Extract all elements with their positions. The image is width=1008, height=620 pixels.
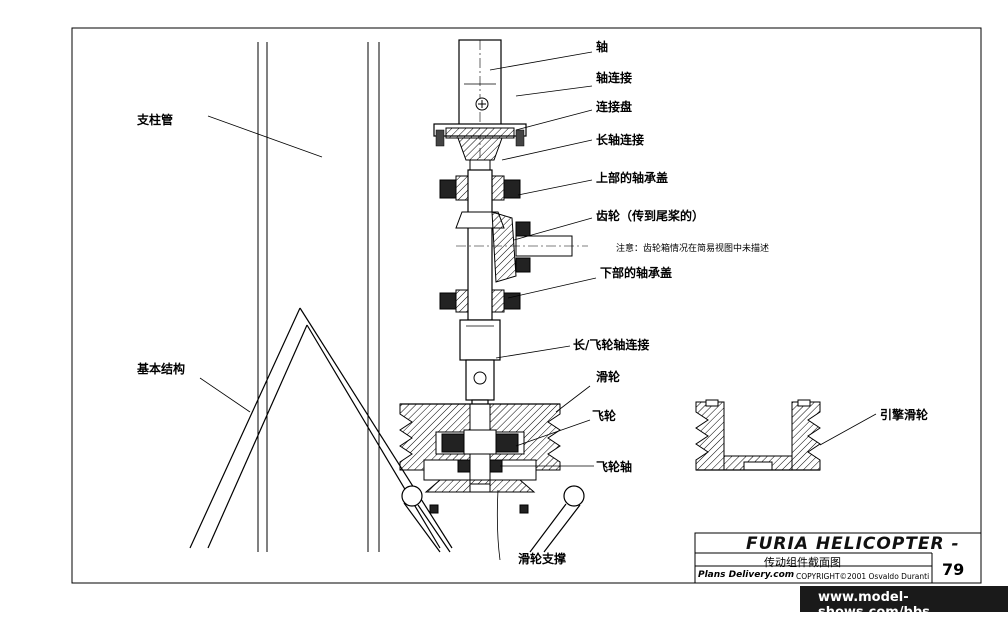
label-flywheel: 飞轮 bbox=[592, 409, 617, 423]
page-number: 79 bbox=[942, 560, 965, 579]
watermark-text: www.model-shows.com/bbs bbox=[818, 590, 930, 620]
label-flywheel-shaft: 飞轮轴 bbox=[596, 460, 633, 474]
label-gear-note: 注意：齿轮箱情况在简易视图中未描述 bbox=[616, 244, 770, 254]
label-long-shaft-coupling: 长轴连接 bbox=[596, 133, 645, 147]
label-long-flywheel-coupling: 长/飞轮轴连接 bbox=[573, 338, 650, 352]
column-tubes bbox=[257, 42, 380, 552]
title-block-title: FURIA HELICOPTER - bbox=[746, 534, 960, 554]
coupling-disc bbox=[433, 123, 527, 147]
label-gear: 齿轮（传到尾桨的） bbox=[596, 209, 705, 223]
drawing-border bbox=[71, 27, 982, 584]
label-engine-pulley: 引擎滑轮 bbox=[880, 408, 929, 422]
title-block-subtitle: 传动组件截面图 bbox=[764, 556, 841, 569]
lower-bearing-cap bbox=[439, 289, 521, 313]
base-structure-frame bbox=[189, 307, 453, 549]
label-coupling-disc: 连接盘 bbox=[596, 100, 633, 114]
leader-lines bbox=[199, 51, 877, 561]
label-shaft: 轴 bbox=[596, 40, 609, 54]
label-shaft-coupling: 轴连接 bbox=[596, 71, 633, 85]
label-upper-bearing-cap: 上部的轴承盖 bbox=[596, 171, 669, 185]
engine-pulley bbox=[695, 399, 821, 471]
brand-name: Plans Delivery.com bbox=[698, 570, 795, 580]
label-column-tube: 支柱管 bbox=[137, 113, 174, 127]
label-pulley: 滑轮 bbox=[596, 370, 621, 384]
long-shaft bbox=[467, 169, 493, 321]
flywheel-shaft bbox=[423, 453, 537, 485]
watermark-bar bbox=[800, 586, 1008, 612]
copyright: COPYRIGHT©2001 Osvaldo Duranti bbox=[796, 572, 930, 581]
pulley-support bbox=[401, 479, 585, 553]
label-pulley-support: 滑轮支撑 bbox=[518, 552, 567, 566]
upper-bearing-cap bbox=[439, 175, 521, 201]
tail-drive-gear bbox=[455, 211, 588, 283]
title-block-frame bbox=[694, 532, 982, 584]
long-shaft-coupling bbox=[457, 137, 503, 171]
label-base-structure: 基本结构 bbox=[137, 362, 186, 376]
flywheel bbox=[435, 429, 525, 455]
label-lower-bearing-cap: 下部的轴承盖 bbox=[600, 266, 673, 280]
